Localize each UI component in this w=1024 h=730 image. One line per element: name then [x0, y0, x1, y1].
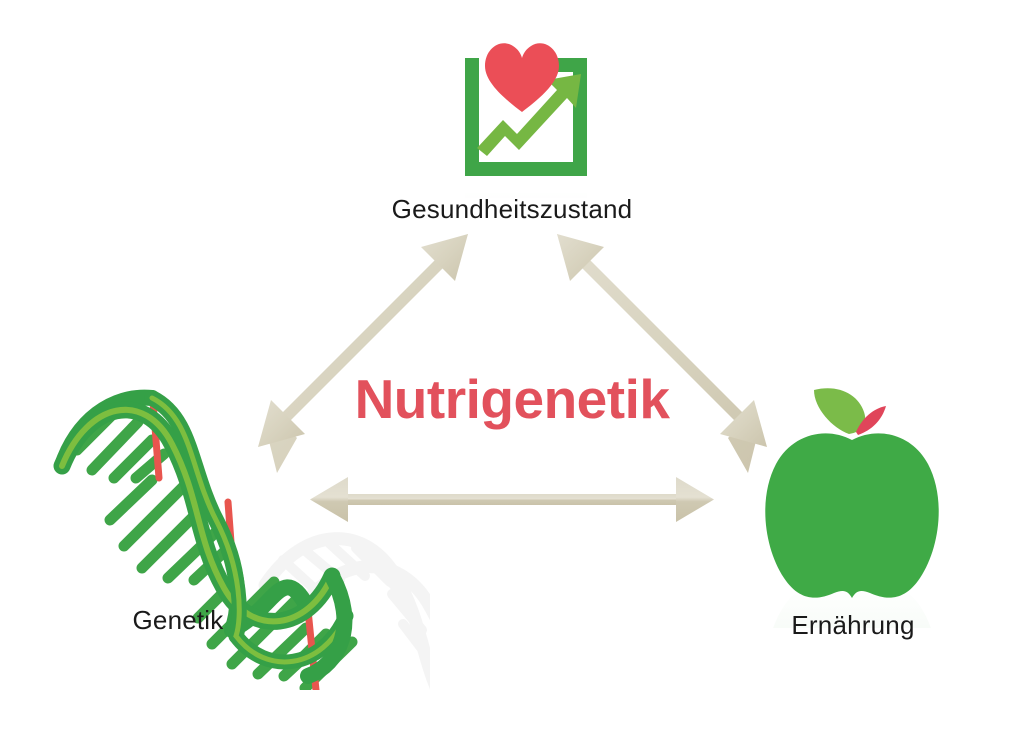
node-health[interactable]: [437, 28, 597, 312]
apple-sprout-icon: [856, 406, 886, 435]
node-health-label: Gesundheitszustand: [391, 194, 633, 224]
arrow-health-nutrition: [557, 234, 767, 473]
node-genetics-label: Genetik: [132, 605, 224, 635]
dna-strand-front: [53, 390, 354, 684]
heart-growth-chart-icon: [465, 43, 587, 312]
node-genetics[interactable]: [40, 370, 484, 730]
arrow-genetics-health: [258, 234, 468, 473]
heart-icon: [485, 43, 559, 112]
arrow-genetics-nutrition: [310, 477, 714, 522]
apple-leaf-icon: [814, 388, 866, 434]
diagram-title: Nutrigenetik: [354, 368, 670, 430]
node-nutrition-label: Ernährung: [791, 610, 915, 640]
node-nutrition[interactable]: [752, 378, 952, 730]
apple-body: [765, 433, 939, 598]
trend-up-arrow: [477, 74, 581, 156]
dna-helix-icon: [53, 389, 484, 730]
green-apple-icon: [765, 388, 939, 730]
